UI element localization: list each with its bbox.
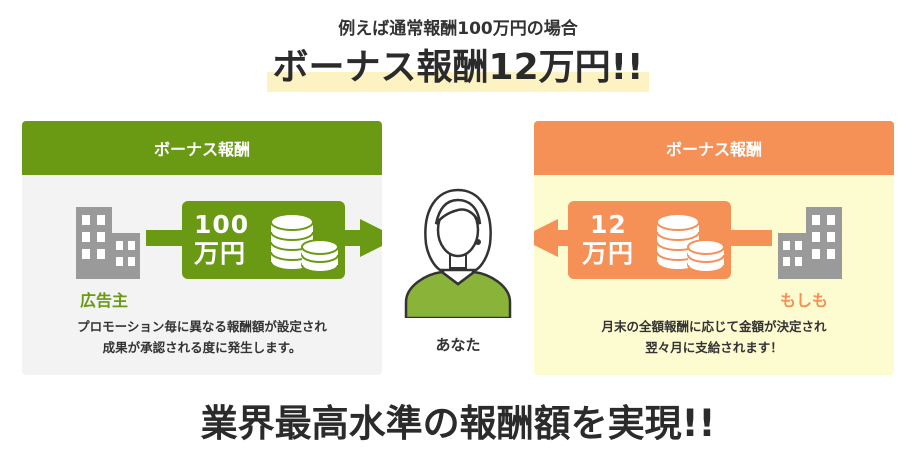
subheading: 例えば通常報酬100万円の場合 — [338, 19, 578, 39]
moshimo-amount-unit: 万円 — [582, 239, 635, 268]
person-icon — [404, 188, 512, 318]
moshimo-panel: ボーナス報酬 12 万円 — [534, 121, 894, 375]
you-label: あなた — [435, 336, 481, 354]
building-icon — [76, 207, 140, 279]
moshimo-amount-box: 12 万円 — [568, 201, 731, 279]
building-icon — [778, 207, 842, 279]
advertiser-amount-unit: 万円 — [194, 239, 247, 268]
moshimo-amount-number: 12 — [590, 210, 627, 239]
moshimo-label: もしも — [780, 291, 829, 310]
moshimo-panel-title: ボーナス報酬 — [534, 121, 894, 175]
advertiser-description: プロモーション毎に異なる報酬額が設定され 成果が承認される度に発生します。 — [32, 316, 372, 358]
headline-wrap: ボーナス報酬12万円!! — [0, 44, 916, 92]
coins-icon — [270, 213, 339, 273]
moshimo-description: 月末の全額報酬に応じて金額が決定され 翌々月に支給されます！ — [544, 316, 884, 358]
advertiser-description-line1: プロモーション毎に異なる報酬額が設定され — [77, 319, 327, 334]
advertiser-amount-number: 100 — [194, 210, 250, 239]
advertiser-label: 広告主 — [80, 291, 129, 310]
moshimo-description-line2: 翌々月に支給されます！ — [645, 340, 783, 355]
advertiser-panel: ボーナス報酬 100 万円 — [22, 121, 382, 375]
advertiser-description-line2: 成果が承認される度に発生します。 — [102, 340, 302, 355]
advertiser-amount-box: 100 万円 — [182, 201, 345, 279]
advertiser-panel-title: ボーナス報酬 — [22, 121, 382, 175]
footer-tagline: 業界最高水準の報酬額を実現!! — [200, 402, 716, 445]
coins-icon — [656, 213, 725, 273]
moshimo-description-line1: 月末の全額報酬に応じて金額が決定され — [601, 319, 827, 334]
headline: ボーナス報酬12万円!! — [266, 44, 650, 92]
